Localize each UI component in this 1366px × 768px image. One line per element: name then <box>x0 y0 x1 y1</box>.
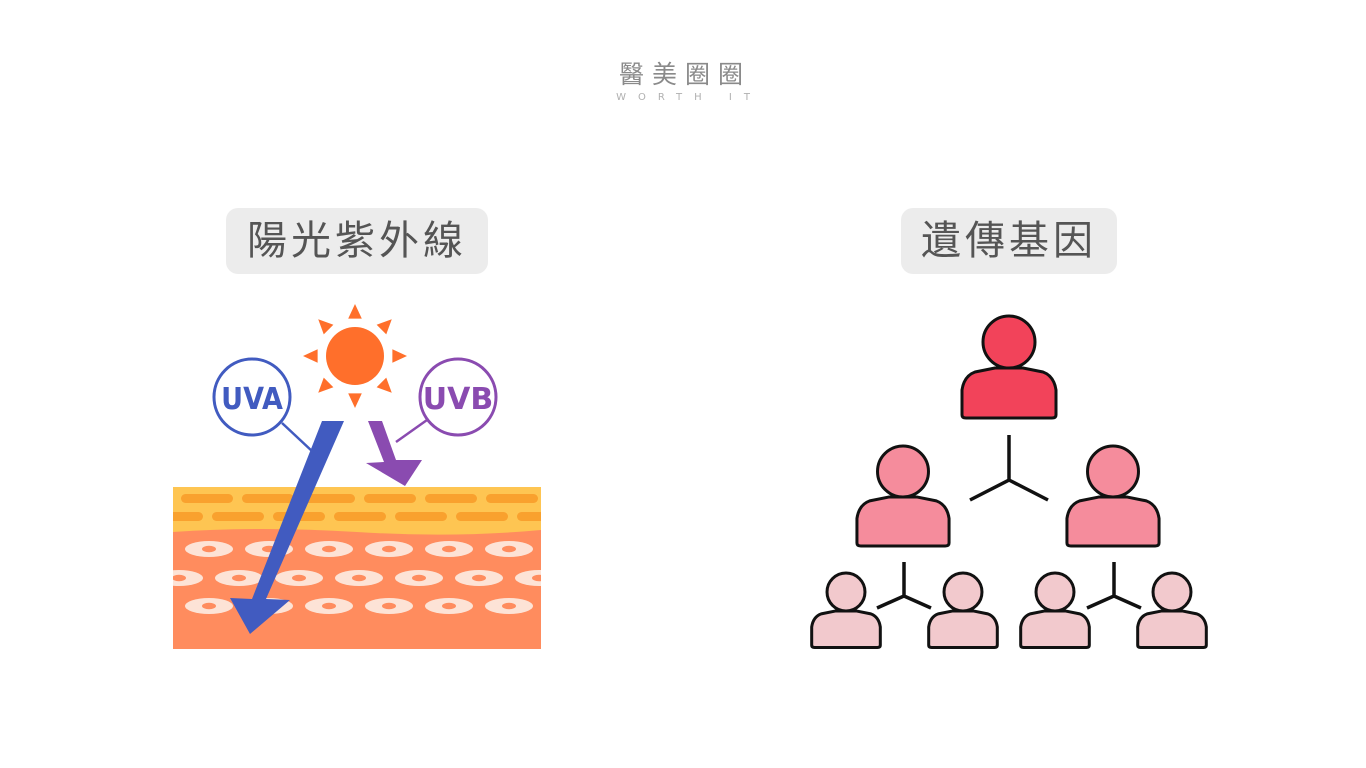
genetics-title-label: 遺傳基因 <box>901 208 1117 274</box>
sun-ray <box>376 377 392 393</box>
epidermis-cell <box>456 512 508 521</box>
cell-nucleus <box>412 574 426 582</box>
brand-logo: 醫美圈圈 WORTH IT <box>600 60 770 103</box>
sun-ray <box>303 349 318 363</box>
epidermis-cell <box>425 494 477 503</box>
child-person-icon <box>810 571 882 649</box>
person-body <box>1136 609 1208 649</box>
epidermis-cell <box>517 512 541 521</box>
person-body <box>1065 495 1161 548</box>
person-head <box>1034 571 1076 613</box>
cell-nucleus <box>352 574 366 582</box>
family-tree-diagram <box>810 314 1208 649</box>
cell-nucleus <box>562 603 576 609</box>
connector-lines <box>876 435 1142 610</box>
svg-text:UVB: UVB <box>423 382 493 417</box>
svg-text:UVA: UVA <box>221 382 283 417</box>
epidermis-cell <box>242 494 294 503</box>
epidermis-cell <box>334 512 386 521</box>
cell-nucleus <box>562 546 576 552</box>
dermis-cell <box>545 598 593 614</box>
person-body <box>1019 609 1091 649</box>
dermis-cell <box>515 570 541 586</box>
uvb-label: UVB <box>395 357 498 444</box>
epidermis-cell <box>181 494 233 503</box>
person-body <box>960 366 1058 420</box>
epidermis-cell <box>173 512 203 521</box>
sun-ray <box>348 393 362 408</box>
parent-person-icon <box>1065 444 1161 548</box>
cell-nucleus <box>442 545 456 553</box>
cell-nucleus <box>592 575 606 581</box>
logo-chinese: 醫美圈圈 <box>618 60 751 89</box>
child-person-icon <box>1019 571 1091 649</box>
epidermis-cell <box>486 494 538 503</box>
cell-nucleus <box>532 574 541 582</box>
epidermis-cell <box>303 494 355 503</box>
sun-icon <box>303 304 407 408</box>
cell-nucleus <box>382 602 396 610</box>
skin-illustration <box>173 487 623 649</box>
cell-nucleus <box>382 545 396 553</box>
uva-label: UVA <box>212 357 314 453</box>
cell-nucleus <box>502 602 516 610</box>
person-head <box>942 571 984 613</box>
person-head <box>1086 444 1140 499</box>
person-head <box>825 571 867 613</box>
parent-person-icon <box>855 444 951 548</box>
cell-nucleus <box>173 574 186 582</box>
sun-ray <box>318 319 334 335</box>
epidermis-cell <box>547 494 599 503</box>
epidermis-cell <box>212 512 264 521</box>
cell-nucleus <box>292 574 306 582</box>
person-body <box>855 495 951 548</box>
logo-english: WORTH IT <box>616 92 762 103</box>
epidermis-cell <box>395 512 447 521</box>
person-head <box>981 314 1037 370</box>
cell-nucleus <box>442 602 456 610</box>
sun-ray <box>392 349 407 363</box>
sun-ray <box>318 377 334 393</box>
person-body <box>810 609 882 649</box>
person-body <box>927 609 999 649</box>
dermis-cell <box>545 541 593 557</box>
person-head <box>1151 571 1193 613</box>
cell-nucleus <box>322 545 336 553</box>
uv-title-label: 陽光紫外線 <box>226 208 488 274</box>
cell-nucleus <box>322 602 336 610</box>
cell-nucleus <box>472 574 486 582</box>
sun-ray <box>376 319 392 335</box>
cell-nucleus <box>202 545 216 553</box>
cell-nucleus <box>232 574 246 582</box>
epidermis-cell <box>364 494 416 503</box>
dermis-cell <box>173 570 203 586</box>
uvb-arrow-icon <box>366 421 422 486</box>
uva-arrow-icon <box>230 421 344 634</box>
child-person-icon <box>927 571 999 649</box>
person-head <box>876 444 930 499</box>
sun-ray <box>348 304 362 319</box>
child-person-icon <box>1136 571 1208 649</box>
grandparent-person-icon <box>960 314 1058 420</box>
cell-nucleus <box>502 545 516 553</box>
cell-nucleus <box>202 602 216 610</box>
dermis-cell <box>575 570 623 586</box>
